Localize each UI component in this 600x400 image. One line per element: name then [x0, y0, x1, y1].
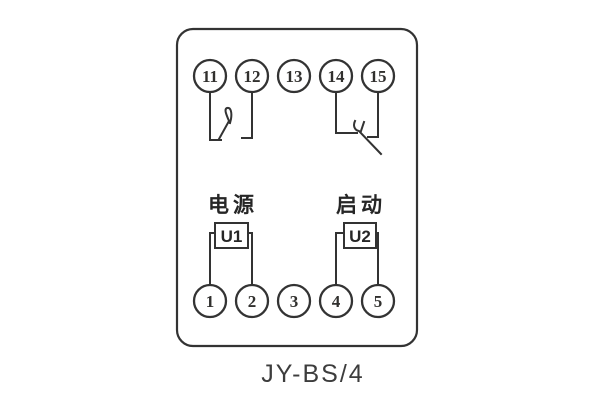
- contact-symbol-14-15: [335, 91, 383, 156]
- model-caption: JY-BS/4: [261, 360, 364, 388]
- terminal-1: 1: [192, 283, 228, 319]
- u2-box: [343, 222, 377, 249]
- terminal-12-circle: [234, 58, 270, 94]
- terminal-13-circle: [276, 58, 312, 94]
- terminal-5: 5: [360, 283, 396, 319]
- terminal-13: 13: [276, 58, 312, 94]
- terminal-4-number: 4: [332, 292, 341, 311]
- power-label: 电源: [208, 194, 258, 217]
- terminal-15-number: 15: [370, 67, 387, 86]
- contact-11-lead: [209, 91, 222, 141]
- terminal-12-number: 12: [244, 67, 261, 86]
- terminal-row-bottom: 1 2 3 4 5: [192, 283, 396, 319]
- terminal-14: 14: [318, 58, 354, 94]
- terminal-3-circle: [276, 283, 312, 319]
- terminal-row-top: 11 12 13 14 15: [192, 58, 396, 94]
- u1-left-lead: [209, 232, 216, 286]
- terminal-14-circle: [318, 58, 354, 94]
- terminal-5-number: 5: [374, 292, 383, 311]
- normally-open-contact-with-return-icon: [353, 119, 383, 156]
- terminal-13-number: 13: [286, 67, 303, 86]
- terminal-3-number: 3: [290, 292, 299, 311]
- contact-14-lead: [335, 91, 358, 134]
- normally-open-contact-icon: [217, 106, 233, 141]
- terminal-3: 3: [276, 283, 312, 319]
- start-label: 启动: [336, 193, 386, 217]
- u2-label: U2: [349, 227, 371, 246]
- contact-12-lead: [241, 91, 253, 139]
- power-unit-u1: 电源 U1: [208, 194, 258, 286]
- u1-label: U1: [221, 227, 243, 246]
- relay-body-outline: [175, 27, 419, 348]
- terminal-11: 11: [192, 58, 228, 94]
- start-unit-u2: 启动 U2: [335, 193, 386, 286]
- contact-15-lead: [367, 91, 379, 138]
- terminal-12: 12: [234, 58, 270, 94]
- contact-symbol-11-12: [209, 91, 253, 141]
- terminal-4-circle: [318, 283, 354, 319]
- terminal-11-circle: [192, 58, 228, 94]
- u2-left-lead: [335, 232, 345, 286]
- terminal-15: 15: [360, 58, 396, 94]
- terminal-14-number: 14: [328, 67, 346, 86]
- terminal-4: 4: [318, 283, 354, 319]
- u1-right-lead: [247, 232, 253, 286]
- terminal-1-number: 1: [206, 292, 215, 311]
- terminal-2: 2: [234, 283, 270, 319]
- terminal-2-number: 2: [248, 292, 257, 311]
- terminal-11-number: 11: [202, 67, 218, 86]
- terminal-1-circle: [192, 283, 228, 319]
- terminal-5-circle: [360, 283, 396, 319]
- terminal-2-circle: [234, 283, 270, 319]
- u1-box: [214, 222, 249, 249]
- terminal-15-circle: [360, 58, 396, 94]
